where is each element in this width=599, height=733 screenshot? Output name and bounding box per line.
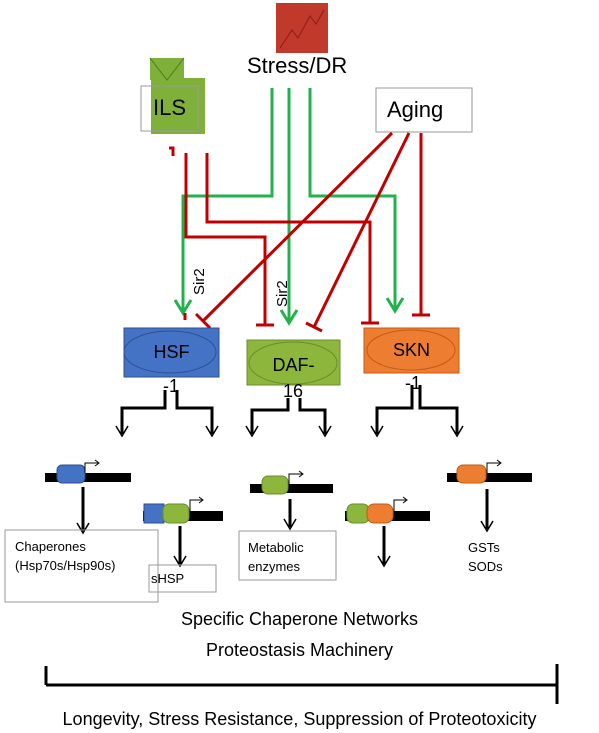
gene-hsf [45, 459, 131, 484]
stress-dr-label: Stress/DR [247, 53, 348, 78]
sir2-label-left: Sir2 [191, 268, 208, 295]
hsf-label: HSF [153, 342, 190, 362]
ils-inhibition-lines [169, 146, 379, 327]
daf-label: DAF- [272, 355, 315, 375]
stress-activation-arrows [173, 88, 405, 326]
metabolic-label-line2: enzymes [248, 559, 301, 574]
ils-box [140, 85, 199, 132]
daf-suffix: 16 [282, 381, 304, 401]
aging-label: Aging [387, 97, 444, 122]
gene-hsf-daf [143, 496, 223, 524]
daf-node [246, 339, 341, 386]
chaperones-label-line1: Chaperones [15, 539, 86, 554]
outcome-line2: Proteostasis Machinery [205, 640, 394, 660]
outcome-line1: Specific Chaperone Networks [180, 609, 419, 629]
product-arrows [76, 487, 494, 568]
skn-suffix: -1 [404, 373, 421, 393]
gene-daf-skn [345, 496, 430, 524]
shsp-box [148, 564, 217, 593]
hsf-suffix: -1 [162, 376, 179, 396]
chaperones-box [4, 529, 159, 603]
hsf-node [123, 327, 220, 378]
skn-label: SKN [392, 340, 430, 360]
outcome-bracket [44, 664, 559, 704]
final-outcome: Longevity, Stress Resistance, Suppressio… [62, 709, 537, 729]
aging-inhibition-lines [194, 131, 430, 333]
gene-daf [250, 470, 333, 495]
tf-target-arrows [115, 385, 464, 438]
sods-label: SODs [468, 559, 503, 574]
shsp-label: sHSP [151, 571, 185, 586]
gsts-label: GSTs [468, 540, 500, 555]
gene-skn [447, 459, 532, 484]
chaperones-label-line2: (Hsp70s/Hsp90s) [15, 558, 116, 573]
metabolic-label-line1: Metabolic [248, 540, 304, 555]
ils-icon [149, 57, 205, 134]
aging-box [375, 87, 473, 133]
sir2-label-mid: Sir2 [274, 280, 291, 307]
metabolic-box [238, 530, 337, 581]
skn-node [363, 327, 460, 374]
stress-icon [276, 3, 328, 53]
ils-label: ILS [153, 95, 187, 120]
